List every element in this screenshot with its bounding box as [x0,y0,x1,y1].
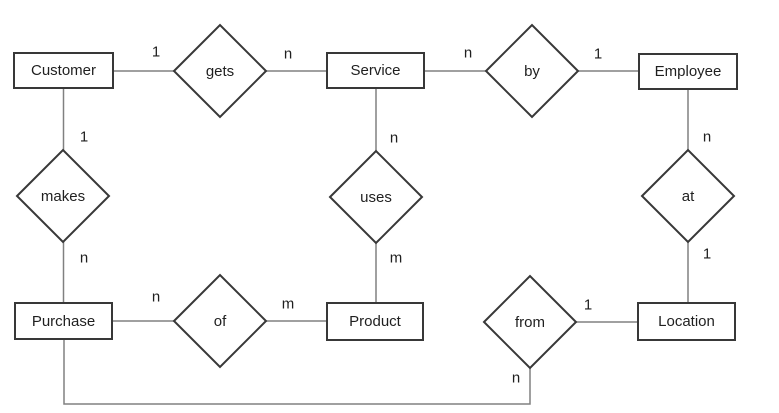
entity-employee-box [638,53,738,90]
entity-product-box [326,302,424,341]
connector-purchase-from [63,339,531,405]
relationship-by-diamond [484,23,580,119]
entity-boxes [13,52,738,341]
connectors [62,70,689,405]
relationship-makes-diamond [15,148,111,244]
entity-customer-box [13,52,114,89]
entity-purchase-box [14,302,113,340]
relationship-of-diamond [172,273,268,369]
entity-service-box [326,52,425,89]
relationship-diamonds [15,23,736,370]
relationship-at-diamond [640,148,736,244]
relationship-uses-diamond [328,149,424,245]
relationship-from-diamond [482,274,578,370]
relationship-gets-diamond [172,23,268,119]
entity-location-box [637,302,736,341]
